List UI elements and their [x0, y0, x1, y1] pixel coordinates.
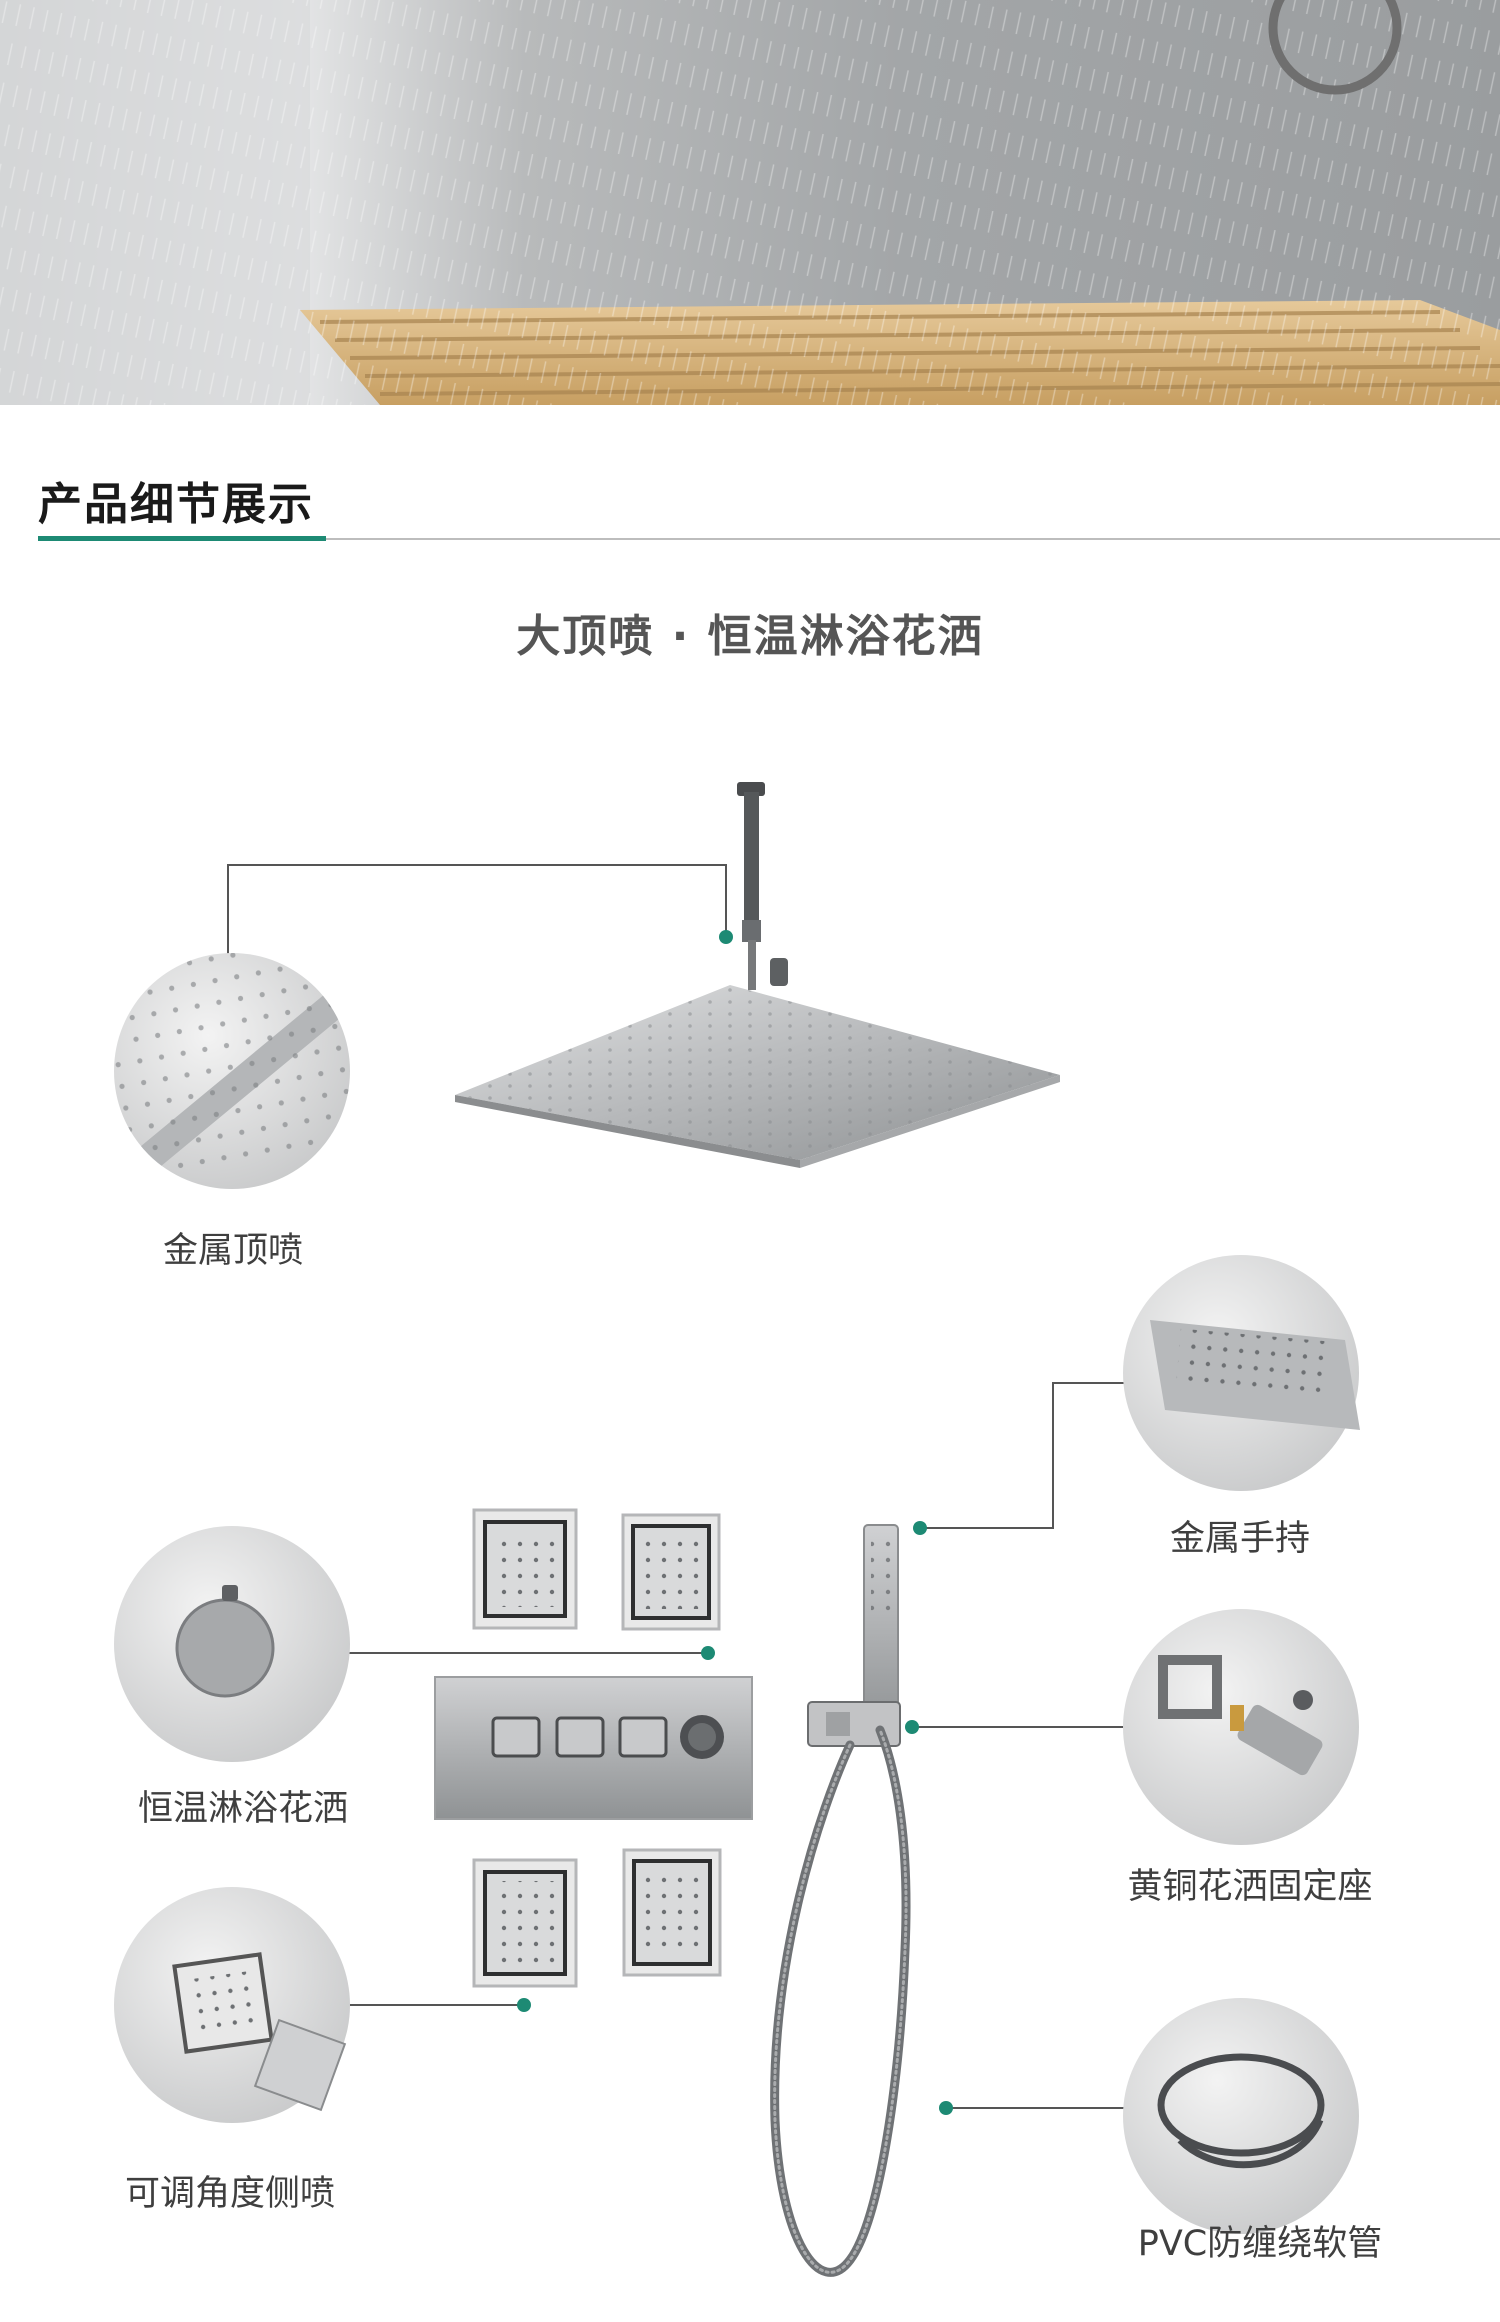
detail-thumb-metal-rain-head: [114, 953, 350, 1189]
label-brass-shower-holder: 黄铜花洒固定座: [1127, 1867, 1373, 1907]
label-metal-hand-shower: 金属手持: [1169, 1519, 1310, 1559]
detail-thumb-pvc-hose: [1123, 1998, 1359, 2234]
connector-dot-side-jets: [517, 1998, 531, 2012]
detail-thumb-brass-holder: [1123, 1609, 1359, 1845]
connector-dot-hand-shower: [913, 1521, 927, 1535]
hand-shower-set-image: [770, 1524, 911, 2277]
label-pvc-hose: PVC防缠绕软管: [1137, 2224, 1383, 2264]
body-jet-image-4: [622, 1848, 722, 1977]
towel-ring-icon: [1268, 0, 1402, 95]
hero-shower-photo: [0, 0, 1500, 405]
connector-line-rain-head: [227, 864, 727, 975]
detail-thumb-side-jet: [114, 1887, 350, 2123]
body-jet-image-2: [621, 1513, 721, 1631]
section-divider: [38, 538, 1500, 540]
rain-shower-head-image: [455, 782, 1060, 1168]
connector-line-hand-shower: [922, 1382, 1125, 1529]
body-jet-image-1: [472, 1508, 578, 1630]
connector-dot-rain-head: [719, 930, 733, 944]
connector-dot-thermostat: [701, 1646, 715, 1660]
connector-dot-hose: [939, 2101, 953, 2115]
product-title: 大顶喷 · 恒温淋浴花洒: [516, 611, 984, 662]
section-title: 产品细节展示: [38, 479, 314, 530]
section-accent-bar: [38, 536, 326, 541]
label-metal-rain-head: 金属顶喷: [162, 1231, 303, 1271]
label-adjustable-side-jets: 可调角度侧喷: [124, 2174, 335, 2214]
connector-dot-holder: [905, 1720, 919, 1734]
body-jet-image-3: [472, 1858, 578, 1988]
detail-thumb-thermostat-knob: [114, 1526, 350, 1762]
thermostatic-valve-panel-image: [434, 1676, 753, 1820]
label-thermostatic-shower: 恒温淋浴花洒: [137, 1789, 348, 1829]
detail-thumb-hand-shower: [1123, 1255, 1360, 1491]
hero-illustration: [0, 0, 1500, 405]
